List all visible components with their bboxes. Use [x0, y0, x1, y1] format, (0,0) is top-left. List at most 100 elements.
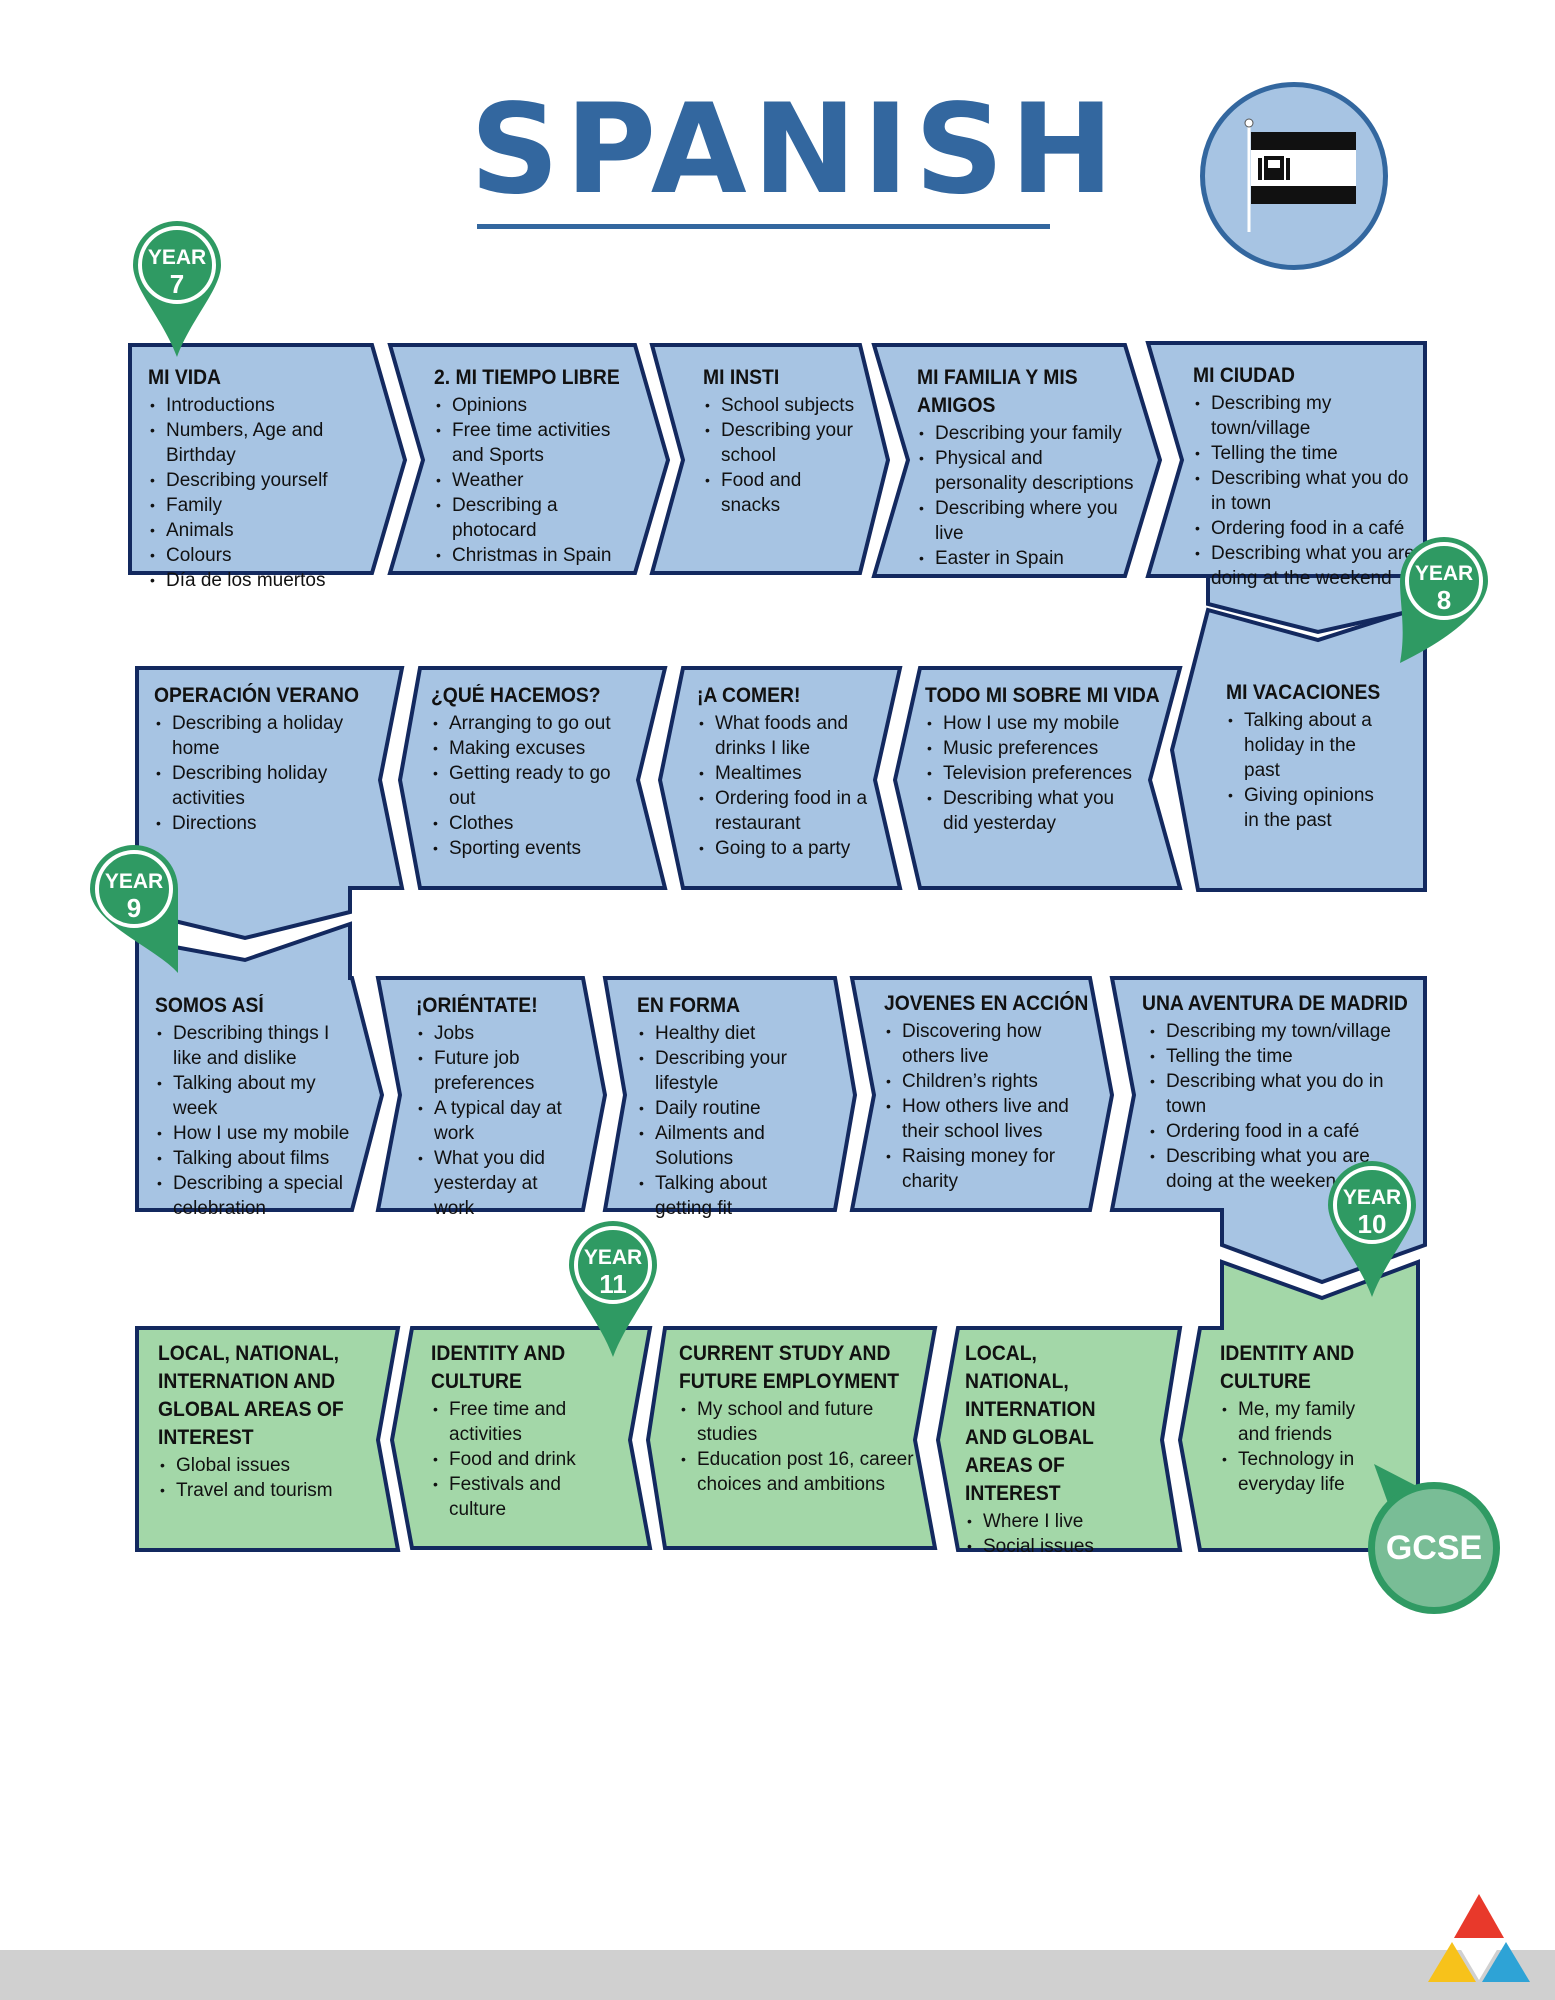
topic-local-national-2: LOCAL, NATIONAL, INTERNATION AND GLOBAL … [965, 1340, 1165, 1559]
list-item: Future job preferences [416, 1046, 573, 1096]
topic-title: IDENTITY AND CULTURE [1220, 1342, 1355, 1393]
spanish-flag-icon [1244, 118, 1356, 232]
topic-list: My school and future studies Education p… [679, 1397, 921, 1497]
list-item: Food and snacks [703, 468, 855, 518]
topic-mi-vida: MI VIDA Introductions Numbers, Age and B… [148, 364, 388, 593]
map-pin-icon [569, 1221, 657, 1357]
list-item: Talking about a holiday in the past [1226, 708, 1393, 783]
topic-list: Describing your family Physical and pers… [917, 421, 1134, 571]
list-item: Technology in everyday life [1220, 1447, 1382, 1497]
topic-todo-mi: TODO MI SOBRE MI VIDA How I use my mobil… [925, 682, 1160, 836]
topic-list: School subjects Describing your school F… [703, 393, 855, 518]
list-item: Music preferences [925, 736, 1137, 761]
list-item: Telling the time [1148, 1044, 1414, 1069]
topic-list: Introductions Numbers, Age and Birthday … [148, 393, 380, 593]
list-item: Giving opinions in the past [1226, 783, 1393, 833]
list-item: Describing things I like and dislike [155, 1021, 357, 1071]
list-item: Making excuses [431, 736, 638, 761]
list-item: Healthy diet [637, 1021, 829, 1046]
list-item: Opinions [434, 393, 641, 418]
list-item: Clothes [431, 811, 638, 836]
topic-mi-familia: MI FAMILIA Y MIS AMIGOS Describing your … [917, 364, 1142, 571]
list-item: Talking about films [155, 1146, 357, 1171]
list-item: Telling the time [1193, 441, 1420, 466]
topic-identity-culture-gcse: IDENTITY AND CULTURE Me, my family and f… [1220, 1340, 1390, 1497]
topic-identity-culture-y11: IDENTITY AND CULTURE Free time and activ… [431, 1340, 631, 1522]
topic-orientate: ¡ORIÉNTATE! Jobs Future job preferences … [416, 992, 581, 1221]
list-item: How I use my mobile [155, 1121, 357, 1146]
pin-number: 7 [169, 269, 185, 299]
topic-title: TODO MI SOBRE MI VIDA [925, 684, 1160, 707]
list-item: Talking about getting fit [637, 1171, 829, 1221]
map-pin-icon [1328, 1161, 1416, 1297]
topic-list: Healthy diet Describing your lifestyle D… [637, 1021, 829, 1221]
pin-number: 8 [1436, 585, 1452, 615]
list-item: Talking about my week [155, 1071, 357, 1121]
topic-list: Describing my town/village Telling the t… [1142, 1019, 1414, 1194]
list-item: Introductions [148, 393, 380, 418]
spanish-flag-badge [1200, 82, 1388, 270]
topic-mi-ciudad: MI CIUDAD Describing my town/village Tel… [1193, 362, 1428, 591]
topic-list: Talking about a holiday in the past Givi… [1226, 708, 1393, 833]
topic-mi-tiempo-libre: 2. MI TIEMPO LIBRE Opinions Free time ac… [434, 364, 649, 568]
topic-list: Describing things I like and dislike Tal… [155, 1021, 357, 1221]
topic-title: OPERACIÓN VERANO [154, 684, 360, 707]
topic-list: Global issues Travel and tourism [158, 1453, 375, 1503]
topic-current-study: CURRENT STUDY AND FUTURE EMPLOYMENT My s… [679, 1340, 929, 1497]
list-item: What foods and drinks I like [697, 711, 869, 761]
list-item: Me, my family and friends [1220, 1397, 1382, 1447]
list-item: Numbers, Age and Birthday [148, 418, 380, 468]
year-11-pin: YEAR 11 [565, 1219, 661, 1359]
list-item: Daily routine [637, 1096, 829, 1121]
pin-label: YEAR [1414, 562, 1474, 585]
list-item: Directions [154, 811, 371, 836]
topic-mi-insti: MI INSTI School subjects Describing your… [703, 364, 863, 518]
topic-a-comer: ¡A COMER! What foods and drinks I like M… [697, 682, 877, 861]
list-item: Ordering food in a café [1193, 516, 1420, 541]
list-item: Describing your lifestyle [637, 1046, 829, 1096]
list-item: Describing a photocard [434, 493, 641, 543]
topic-somos-asi: SOMOS ASÍ Describing things I like and d… [155, 992, 365, 1221]
list-item: Global issues [158, 1453, 375, 1478]
list-item: Ordering food in a café [1148, 1119, 1414, 1144]
list-item: Going to a party [697, 836, 869, 861]
list-item: School subjects [703, 393, 855, 418]
topic-list: Free time and activities Food and drink … [431, 1397, 623, 1522]
pin-label: YEAR [583, 1246, 643, 1269]
list-item: Animals [148, 518, 380, 543]
list-item: Describing what you are doing at the wee… [1193, 541, 1420, 591]
list-item: Describing yourself [148, 468, 380, 493]
list-item: Ordering food in a restaurant [697, 786, 869, 836]
list-item: Physical and personality descriptions [917, 446, 1134, 496]
title-underline [477, 224, 1050, 229]
topic-list: Me, my family and friends Technology in … [1220, 1397, 1382, 1497]
list-item: Christmas in Spain [434, 543, 641, 568]
topic-jovenes: JOVENES EN ACCIÓN Discovering how others… [884, 990, 1099, 1194]
list-item: Weather [434, 468, 641, 493]
topic-title: EN FORMA [637, 994, 741, 1017]
year-10-pin: YEAR 10 [1324, 1159, 1420, 1299]
topic-list: Discovering how others live Children’s r… [884, 1019, 1091, 1194]
list-item: Arranging to go out [431, 711, 638, 736]
topic-list: Opinions Free time activities and Sports… [434, 393, 641, 568]
list-item: Describing where you live [917, 496, 1134, 546]
list-item: Travel and tourism [158, 1478, 375, 1503]
list-item: Jobs [416, 1021, 573, 1046]
list-item: How others live and their school lives [884, 1094, 1091, 1144]
topic-list: How I use my mobile Music preferences Te… [925, 711, 1137, 836]
list-item: Describing what you do in town [1148, 1069, 1414, 1119]
list-item: Día de los muertos [148, 568, 380, 593]
list-item: Social issues [965, 1534, 1157, 1559]
topic-title: MI INSTI [703, 366, 780, 389]
footer-bar [0, 1950, 1555, 2000]
pin-number: 11 [599, 1269, 627, 1299]
list-item: Food and drink [431, 1447, 623, 1472]
list-item: What you did yesterday at work [416, 1146, 573, 1221]
topic-list: Describing a holiday home Describing hol… [154, 711, 371, 836]
topic-list: Describing my town/village Telling the t… [1193, 391, 1420, 591]
list-item: Describing my town/village [1193, 391, 1420, 441]
gcse-badge: GCSE [1368, 1482, 1500, 1614]
topic-title: MI FAMILIA Y MIS AMIGOS [917, 366, 1078, 417]
topic-list: Arranging to go out Making excuses Getti… [431, 711, 638, 861]
pin-label: YEAR [104, 870, 164, 893]
